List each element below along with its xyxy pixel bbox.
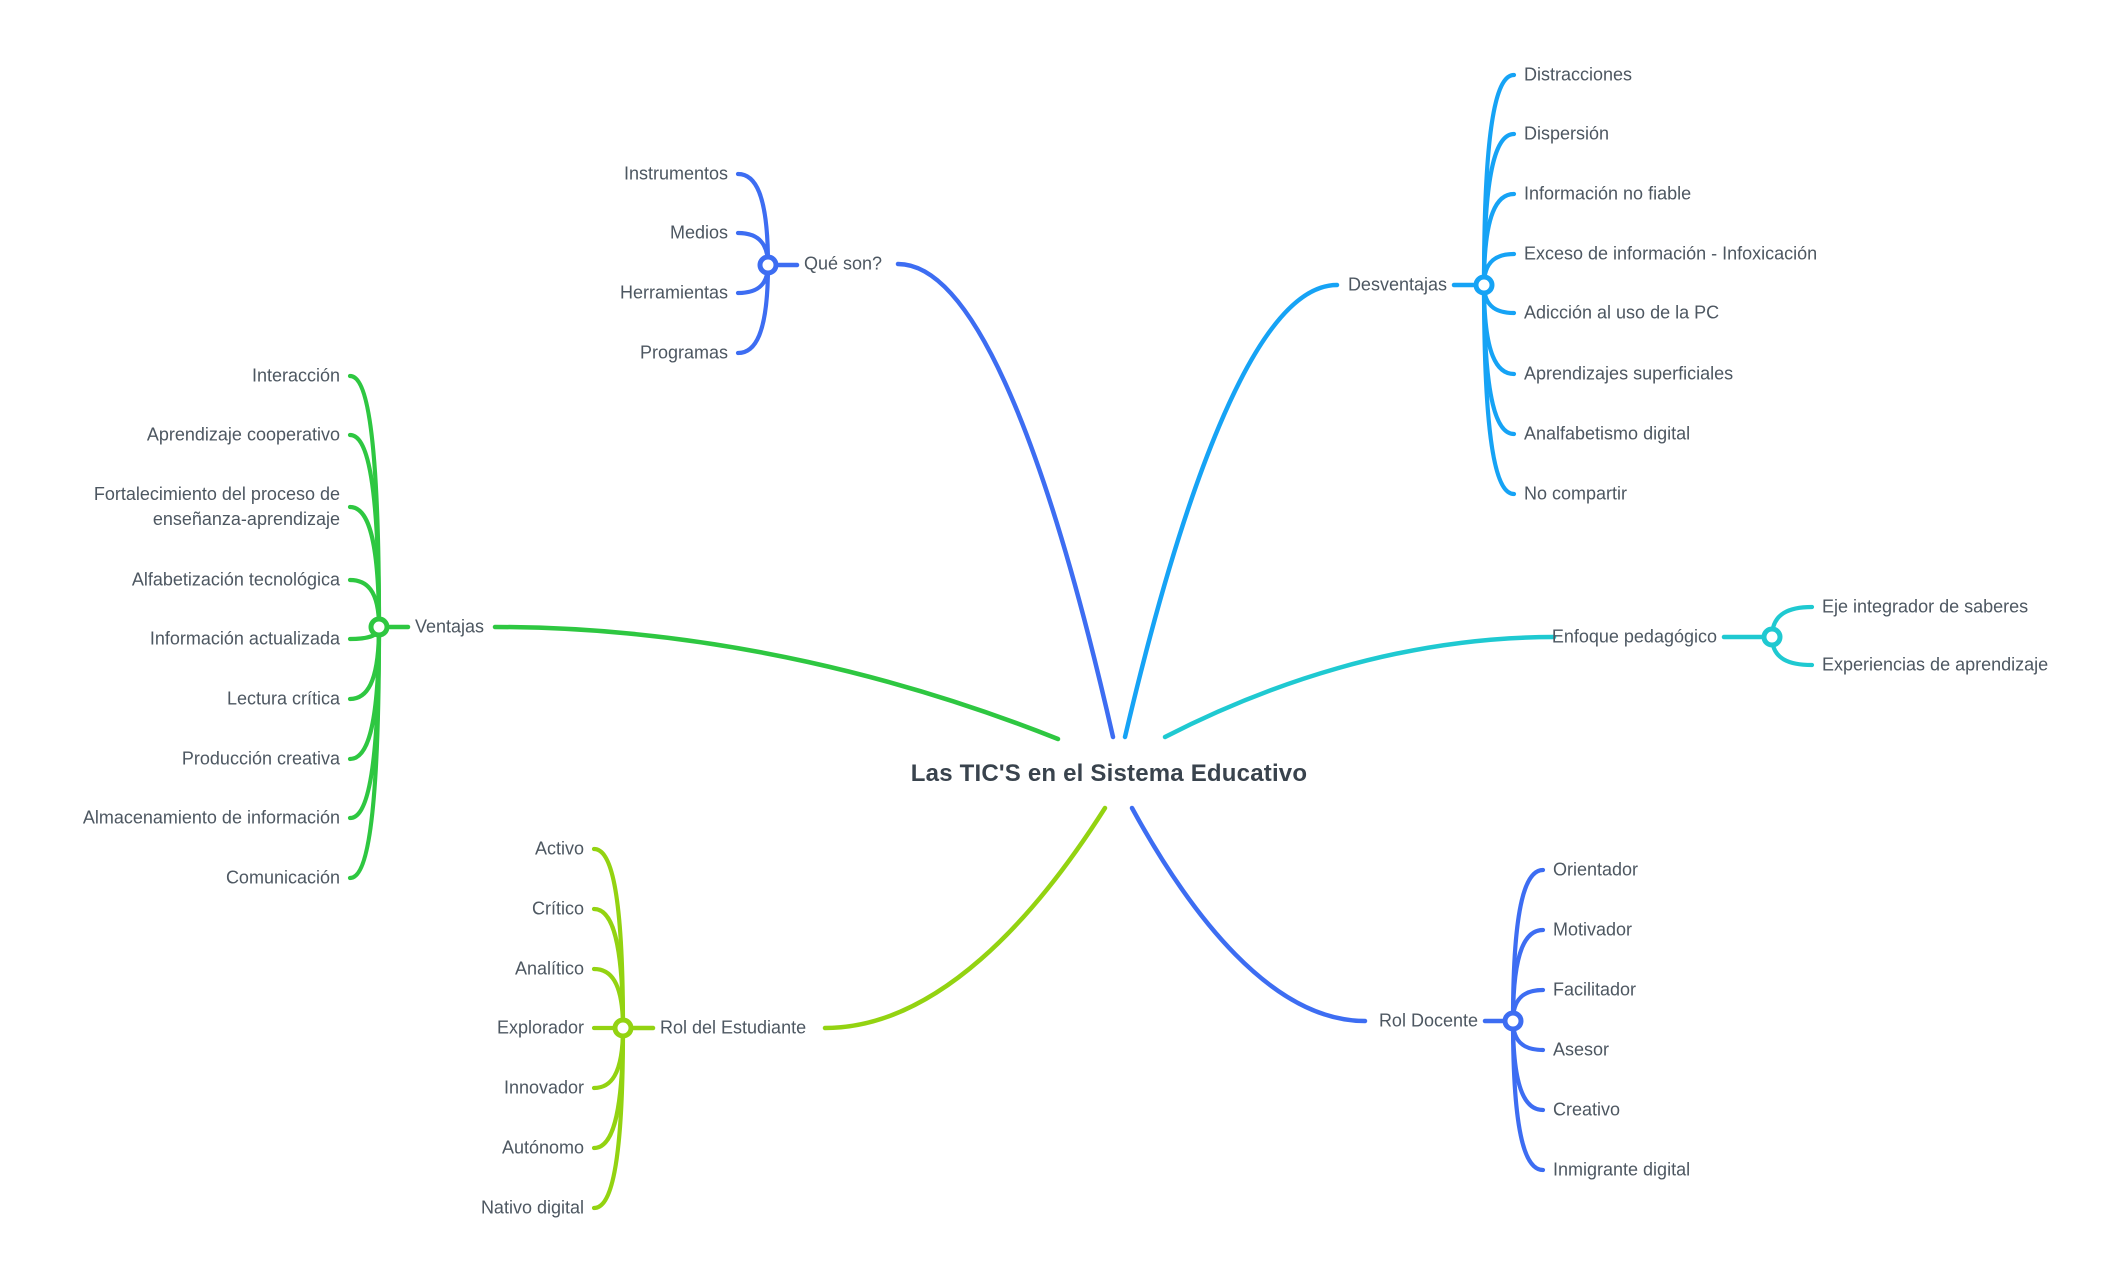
- child-curve: [1510, 927, 1546, 1024]
- child-node-label[interactable]: Experiencias de aprendizaje: [1822, 654, 2049, 675]
- child-node-label[interactable]: Activo: [534, 838, 584, 859]
- child-node-label[interactable]: Medios: [669, 222, 728, 243]
- child-node-label[interactable]: Creativo: [1553, 1099, 1621, 1120]
- branch-node-circle[interactable]: [368, 616, 390, 638]
- child-node-label[interactable]: Facilitador: [1553, 979, 1637, 1000]
- branch-node-circle[interactable]: [1473, 274, 1495, 296]
- child-node-label[interactable]: Nativo digital: [480, 1197, 584, 1218]
- branch-label-rol-docente[interactable]: Rol Docente: [1378, 1010, 1478, 1031]
- branch-node-circle[interactable]: [757, 254, 779, 276]
- child-curve: [591, 1025, 626, 1211]
- child-node-label[interactable]: Programas: [639, 342, 728, 363]
- branch-label-rol-estudiante[interactable]: Rol del Estudiante: [660, 1017, 807, 1038]
- child-node-label[interactable]: Fortalecimiento del proceso de enseñanza…: [93, 484, 340, 529]
- child-node-label[interactable]: Lectura crítica: [226, 688, 340, 709]
- child-node-label[interactable]: Analfabetismo digital: [1524, 423, 1691, 444]
- child-node-label[interactable]: Interacción: [251, 365, 340, 386]
- child-node-label[interactable]: Inmigrante digital: [1553, 1159, 1691, 1180]
- child-node-label[interactable]: Instrumentos: [623, 163, 728, 184]
- child-node-label[interactable]: Orientador: [1553, 859, 1639, 880]
- child-node-label[interactable]: Crítico: [531, 898, 584, 919]
- child-node-label[interactable]: Autónomo: [501, 1137, 584, 1158]
- branch-node-circle[interactable]: [1761, 626, 1783, 648]
- child-node-label[interactable]: Distracciones: [1524, 64, 1633, 85]
- branch-center-curve: [895, 261, 1116, 740]
- child-curve: [1510, 1018, 1546, 1173]
- child-node-label[interactable]: Explorador: [496, 1017, 584, 1038]
- branch-center-curve: [1122, 282, 1340, 740]
- branch-label-que-son[interactable]: Qué son?: [804, 253, 883, 274]
- child-curve: [1481, 191, 1517, 288]
- child-node-label[interactable]: Dispersión: [1524, 123, 1610, 144]
- child-node-label[interactable]: Adicción al uso de la PC: [1524, 302, 1720, 323]
- branch-center-curve: [822, 805, 1108, 1031]
- child-node-label[interactable]: Información actualizada: [149, 628, 340, 649]
- mindmap-title[interactable]: Las TIC'S en el Sistema Educativo: [910, 760, 1308, 787]
- child-node-label[interactable]: Información no fiable: [1524, 183, 1692, 204]
- child-node-label[interactable]: Comunicación: [225, 867, 340, 888]
- child-node-label[interactable]: Herramientas: [619, 282, 728, 303]
- branch-label-ventajas[interactable]: Ventajas: [415, 616, 485, 637]
- branch-node-circle[interactable]: [1502, 1010, 1524, 1032]
- child-node-label[interactable]: Asesor: [1553, 1039, 1610, 1060]
- child-node-label[interactable]: Analítico: [514, 958, 584, 979]
- child-curve: [347, 504, 382, 630]
- branch-center-curve: [1162, 634, 1557, 740]
- child-node-label[interactable]: Motivador: [1553, 919, 1633, 940]
- child-node-label[interactable]: Eje integrador de saberes: [1822, 596, 2029, 617]
- child-node-label[interactable]: Aprendizajes superficiales: [1524, 363, 1734, 384]
- branch-label-desventajas[interactable]: Desventajas: [1347, 274, 1447, 295]
- child-node-label[interactable]: Alfabetización tecnológica: [131, 569, 340, 590]
- child-curve: [735, 171, 771, 268]
- child-node-label[interactable]: Almacenamiento de información: [82, 807, 340, 828]
- child-node-label[interactable]: Aprendizaje cooperativo: [146, 424, 340, 445]
- child-node-label[interactable]: No compartir: [1524, 483, 1628, 504]
- child-curve: [1481, 282, 1517, 497]
- branch-node-circle[interactable]: [612, 1017, 634, 1039]
- child-node-label[interactable]: Innovador: [503, 1077, 584, 1098]
- branch-label-enfoque-pedagogico[interactable]: Enfoque pedagógico: [1551, 626, 1717, 647]
- child-curve: [347, 624, 382, 881]
- child-node-label[interactable]: Exceso de información - Infoxicación: [1524, 243, 1818, 264]
- child-curve: [591, 846, 626, 1031]
- child-curve: [735, 262, 771, 356]
- branch-center-curve: [1129, 805, 1368, 1024]
- child-curve: [591, 966, 626, 1031]
- branch-center-curve: [492, 624, 1061, 742]
- child-node-label[interactable]: Producción creativa: [181, 748, 340, 769]
